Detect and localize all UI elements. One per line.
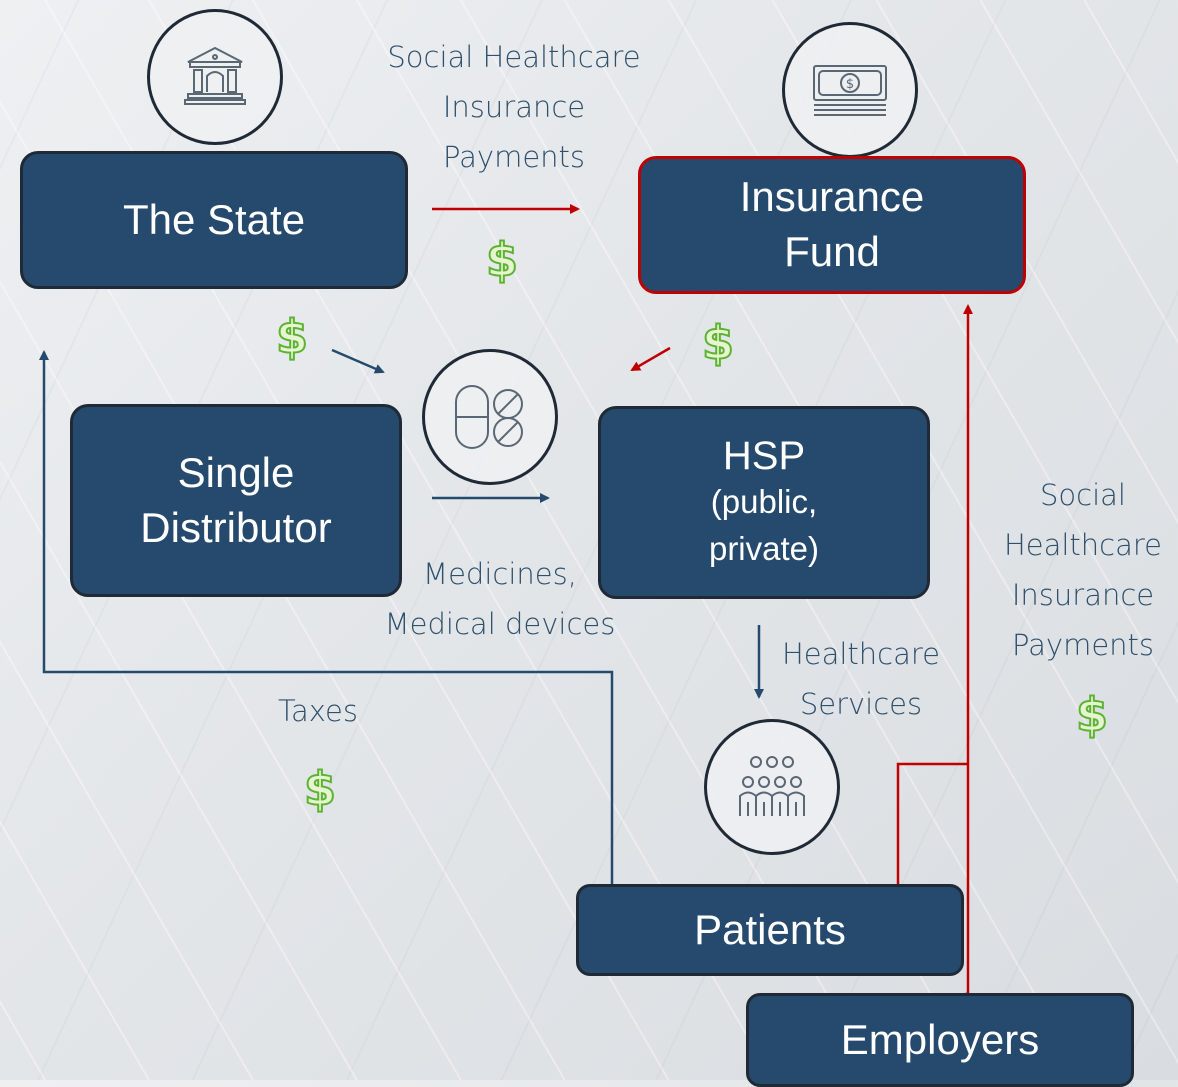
bank-building-icon [184, 46, 246, 105]
distributor-label-line2: Distributor [140, 503, 332, 551]
medicines-label: Medicines, Medical devices [384, 557, 616, 641]
employers-box: Employers [746, 993, 1134, 1087]
arrow-state-to-medicines [331, 348, 385, 374]
healthcare-services-label: Healthcare Services [781, 637, 941, 721]
hsp-label: HSP [722, 434, 806, 479]
employers-label: Employers [840, 1015, 1040, 1063]
employers-payments-label: Social Healthcare Insurance Payments [1003, 478, 1163, 662]
fund-icon-circle: $ [782, 22, 918, 158]
svg-text:$: $ [846, 77, 854, 92]
fund-label-line1: Insurance [739, 173, 925, 221]
dollar-icon-state-medicines: $ [275, 310, 309, 364]
insurance-fund-box: Insurance Fund [638, 156, 1026, 294]
arrow-employers-to-fund [963, 304, 973, 996]
hsp-sub-line1: (public, [710, 483, 818, 521]
dollar-icon-taxes: $ [303, 762, 337, 816]
dollar-icon-fund-hsp: $ [701, 316, 735, 370]
arrow-patients-to-fund [896, 762, 968, 884]
dollar-icon-employers: $ [1075, 688, 1109, 742]
people-group-icon [739, 756, 805, 816]
pills-icon [455, 385, 523, 449]
distributor-label-line1: Single [177, 448, 295, 496]
hsp-box: HSP (public, private) [598, 406, 930, 599]
patients-label: Patients [694, 905, 846, 953]
fund-label-line2: Fund [784, 228, 880, 275]
patients-icon-circle [704, 719, 840, 855]
banknote-icon: $ [813, 65, 887, 116]
single-distributor-box: Single Distributor [70, 404, 402, 597]
hsp-sub-line2: private) [708, 529, 820, 567]
state-to-fund-label: Social Healthcare Insurance Payments [387, 40, 641, 174]
taxes-label: Taxes [278, 694, 358, 728]
medicines-icon-circle [422, 349, 558, 485]
state-box: The State [20, 151, 408, 289]
dollar-icon-state-payments: $ [485, 233, 519, 287]
patients-box: Patients [576, 884, 964, 976]
arrow-taxes [39, 350, 614, 886]
state-label: The State [122, 195, 306, 243]
state-icon-circle [147, 9, 283, 145]
arrow-fund-to-hsp [630, 346, 671, 372]
